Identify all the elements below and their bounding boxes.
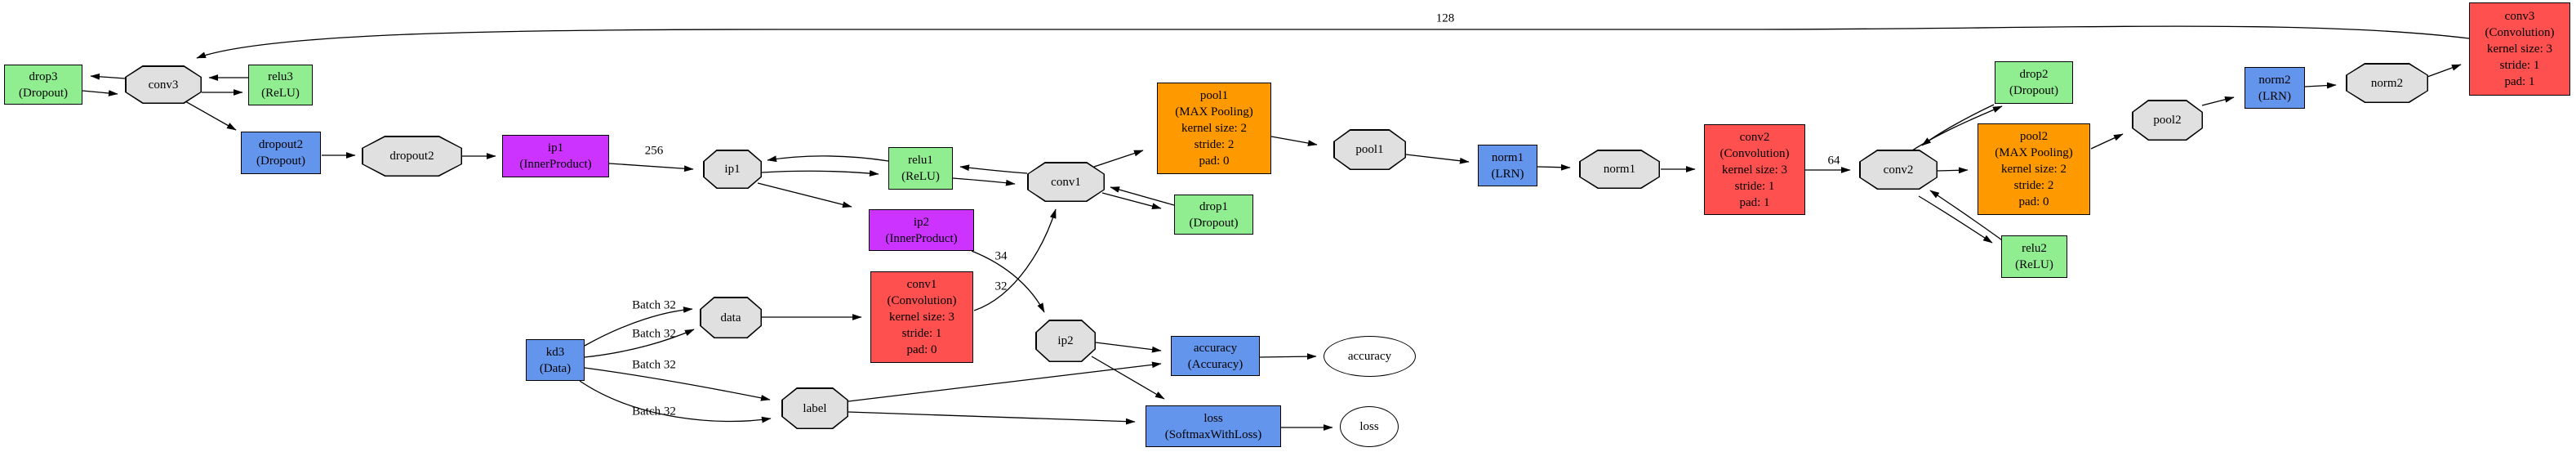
blob-pool2: pool2 <box>2132 100 2203 141</box>
edge <box>1921 104 1995 146</box>
layer-accuracy: accuracy (Accuracy) <box>1171 336 1260 376</box>
layer-kd3: kd3 (Data) <box>526 339 585 381</box>
edge <box>761 170 879 177</box>
blob-norm1: norm1 <box>1579 150 1660 189</box>
edge <box>1095 342 1162 353</box>
blob-conv1: conv1 <box>1027 162 1105 202</box>
blob-pool1: pool1 <box>1333 129 1406 170</box>
edge <box>82 90 118 96</box>
blob-data: data <box>700 297 762 338</box>
edge <box>971 250 1045 313</box>
output-loss: loss <box>1340 406 1399 447</box>
edge <box>952 177 1016 186</box>
blob-label: label <box>781 387 848 429</box>
blob-conv3: conv3 <box>125 65 202 104</box>
layer-loss: loss (SoftmaxWithLoss) <box>1146 405 1281 447</box>
edge <box>1937 167 1969 174</box>
edge-label-batch-3: Batch 32 <box>632 358 676 372</box>
layer-ip2: ip2 (InnerProduct) <box>869 209 974 251</box>
blob-ip2: ip2 <box>1035 320 1096 362</box>
layer-conv2: conv2 (Convolution) kernel size: 3 strid… <box>1704 124 1805 215</box>
edge <box>2090 133 2124 150</box>
edge <box>1091 356 1165 400</box>
layer-dropout2: dropout2 (Dropout) <box>241 132 321 174</box>
edge-label-64: 64 <box>1827 154 1840 168</box>
blob-ip1: ip1 <box>703 150 762 189</box>
edge <box>185 101 237 131</box>
edge <box>584 329 695 358</box>
edge <box>2304 82 2337 89</box>
edge <box>1101 192 1162 209</box>
edge <box>848 361 1162 402</box>
edge <box>1929 190 2005 243</box>
edge <box>584 367 771 401</box>
edge <box>2201 96 2235 106</box>
edge <box>959 164 1028 174</box>
layer-conv1: conv1 (Convolution) kernel size: 3 strid… <box>870 271 973 363</box>
edge <box>608 163 694 172</box>
blob-norm2: norm2 <box>2346 63 2428 103</box>
edge <box>584 307 693 347</box>
edge <box>196 25 2470 59</box>
edge-label-256: 256 <box>644 144 664 158</box>
layer-pool1: pool1 (MAX Pooling) kernel size: 2 strid… <box>1157 83 1271 174</box>
layer-pool2: pool2 (MAX Pooling) kernel size: 2 strid… <box>1978 123 2090 215</box>
edge <box>2427 64 2462 78</box>
edge <box>757 182 852 208</box>
edge-label-128: 128 <box>1435 11 1455 25</box>
edge <box>90 73 126 80</box>
edge <box>767 155 889 163</box>
edge <box>1093 150 1144 168</box>
edge <box>1259 353 1317 360</box>
edge-label-batch-4: Batch 32 <box>632 405 676 418</box>
layer-ip1: ip1 (InnerProduct) <box>502 135 609 177</box>
edge <box>579 380 772 423</box>
layer-relu1: relu1 (ReLU) <box>888 147 953 190</box>
layer-relu3: relu3 (ReLU) <box>248 65 313 105</box>
edge <box>973 208 1057 311</box>
blob-conv2: conv2 <box>1859 150 1938 190</box>
layer-norm1: norm1 (LRN) <box>1478 145 1537 186</box>
edge-label-32: 32 <box>994 280 1008 293</box>
edge <box>1405 154 1470 164</box>
output-accuracy: accuracy <box>1324 336 1416 377</box>
edge-label-batch-1: Batch 32 <box>632 298 676 312</box>
edge-label-34: 34 <box>994 249 1008 263</box>
layer-norm2: norm2 (LRN) <box>2245 67 2305 109</box>
layer-drop3: drop3 (Dropout) <box>4 65 82 105</box>
layer-relu2: relu2 (ReLU) <box>2001 235 2067 278</box>
layer-drop1: drop1 (Dropout) <box>1174 195 1253 235</box>
edge <box>848 411 1136 425</box>
edge <box>1918 195 1993 244</box>
edge <box>1110 186 1175 206</box>
edge <box>1537 163 1571 171</box>
edge <box>1906 105 2003 154</box>
edge-label-batch-2: Batch 32 <box>632 327 676 341</box>
edge <box>1270 136 1318 146</box>
layer-drop2: drop2 (Dropout) <box>1995 61 2073 104</box>
blob-dropout2: dropout2 <box>362 136 462 177</box>
layer-conv3: conv3 (Convolution) kernel size: 3 strid… <box>2469 2 2570 96</box>
